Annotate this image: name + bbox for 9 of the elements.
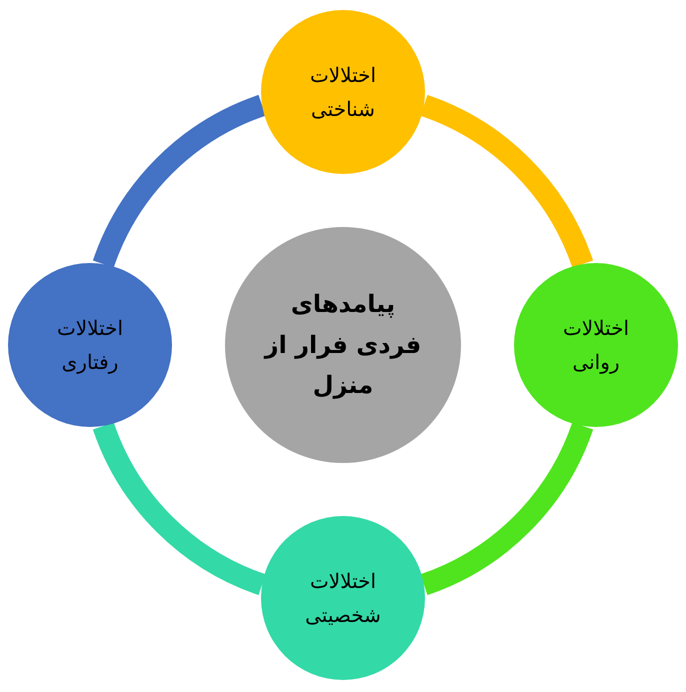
node-label: اختلالات روانی — [562, 315, 630, 376]
node-label: اختلالات شخصیتی — [304, 568, 382, 629]
node-label: پیامدهای فردی فرار از منزل — [262, 288, 422, 402]
ring-arc — [420, 422, 593, 595]
ring-arc — [93, 422, 266, 595]
ring-arc — [93, 95, 266, 268]
node-label: اختلالات رفتاری — [56, 315, 124, 376]
node-label: اختلالات شناختی — [308, 62, 378, 123]
ring-arc — [420, 95, 593, 268]
